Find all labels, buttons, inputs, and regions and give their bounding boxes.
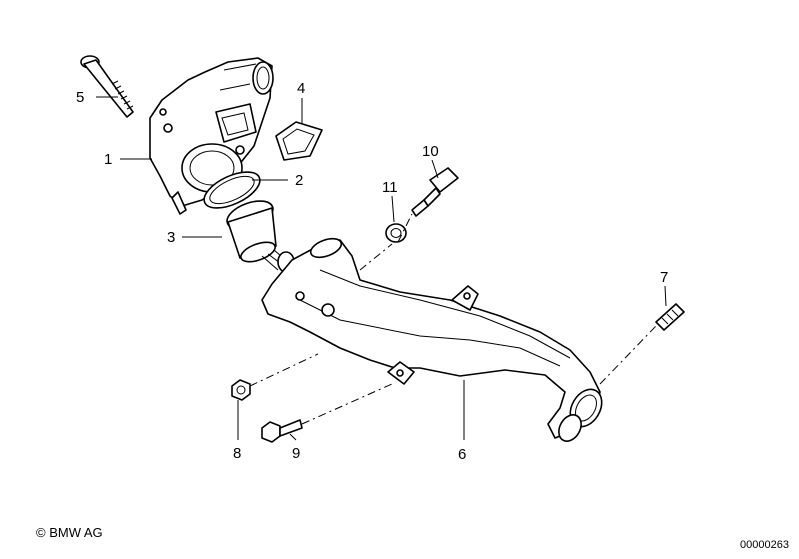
callout-2: 2 — [295, 172, 303, 189]
callout-6: 6 — [458, 446, 466, 463]
document-number: 00000263 — [740, 539, 789, 551]
stud-part-7 — [655, 303, 685, 331]
callout-10: 10 — [422, 143, 439, 160]
callout-labels: 5 1 2 3 4 10 11 7 6 8 9 — [76, 80, 668, 463]
callout-9: 9 — [292, 445, 300, 462]
thermostat-housing-part-1 — [149, 57, 274, 215]
leader-lines — [96, 96, 667, 441]
callout-7: 7 — [660, 269, 668, 286]
callout-11: 11 — [382, 179, 398, 196]
thermostat-part-3 — [226, 200, 295, 273]
hex-bolt-part-9 — [261, 419, 303, 443]
coolant-pipe-part-6 — [261, 237, 603, 442]
assembly-lines — [249, 213, 657, 425]
callout-4: 4 — [297, 80, 305, 97]
copyright-notice: © BMW AG — [36, 525, 103, 540]
bolt-part-5 — [80, 55, 134, 118]
seal-ring-part-11 — [385, 223, 407, 243]
callout-5: 5 — [76, 89, 84, 106]
callout-1: 1 — [104, 151, 112, 168]
callout-8: 8 — [233, 445, 241, 462]
gasket-part-4 — [275, 121, 323, 161]
temperature-sensor-part-10 — [411, 167, 459, 217]
callout-3: 3 — [167, 229, 175, 246]
hex-nut-part-8 — [231, 379, 251, 401]
